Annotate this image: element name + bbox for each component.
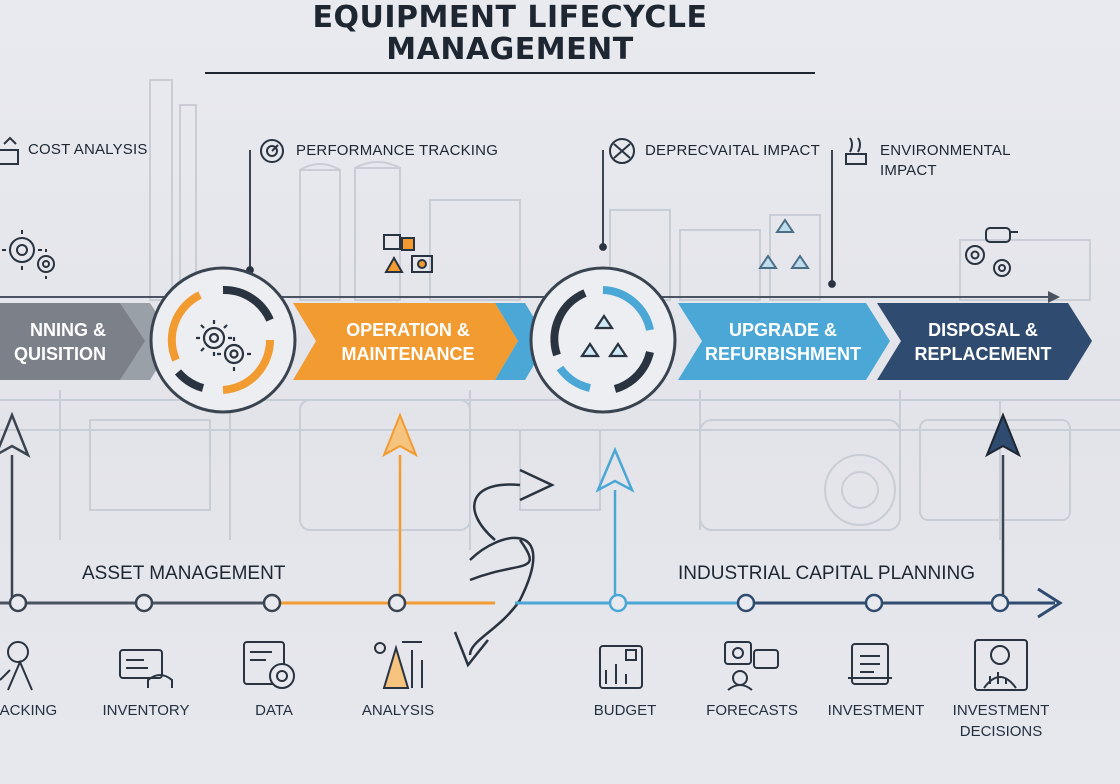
budget-icon — [599, 645, 643, 689]
recycle-small-icon — [758, 218, 810, 269]
crossover-arrows — [453, 468, 555, 668]
bottom-label-tracking: RACKING — [0, 702, 58, 719]
bottom-timeline-left — [0, 593, 495, 613]
analysis-icon — [374, 641, 423, 689]
annotation-performance-tracking: PERFORMANCE TRACKING — [296, 142, 499, 159]
gears-icon — [196, 320, 251, 371]
stage-disposal-label: DISPOSAL & REPLACEMENT — [914, 320, 1052, 364]
factory-background — [0, 79, 1120, 550]
bottom-label-data: DATA — [255, 702, 293, 719]
track-industrial-capital-planning: INDUSTRIAL CAPITAL PLANNING — [678, 563, 976, 584]
bottom-timeline-right — [515, 587, 1063, 619]
bottom-label-investment: INVESTMENT — [827, 702, 925, 719]
stage-operation-label: OPERATION & MAINTENANCE — [341, 320, 475, 364]
cost-icon — [0, 136, 19, 165]
stage-planning-shape — [0, 303, 148, 380]
tracking-icon — [0, 641, 33, 691]
stage-planning-label: NNING & QUISITION — [13, 320, 106, 364]
top-timeline-arrowhead — [1048, 291, 1060, 303]
gears-small-right-icon — [965, 227, 1018, 277]
bottom-label-analysis: ANALYSIS — [361, 702, 435, 719]
tools-orange-icon — [383, 234, 433, 273]
gears-small-left-icon — [2, 230, 55, 279]
investment-icon — [848, 643, 892, 685]
annotation-cost-analysis: COST ANALYSIS — [28, 141, 148, 158]
inventory-icon — [119, 649, 173, 688]
data-icon — [243, 641, 295, 689]
track-asset-management: ASSET MANAGEMENT — [82, 563, 286, 584]
bottom-label-budget: BUDGET — [593, 702, 657, 719]
performance-icon — [260, 139, 284, 163]
annotation-environmental-impact: ENVIRONMENTAL IMPACT — [880, 142, 1011, 179]
stage-upgrade-shape — [678, 303, 890, 380]
recycle-circle — [529, 266, 677, 414]
stage-upgrade-label: UPGRADE & REFURBISHMENT — [705, 320, 861, 364]
bottom-label-investment-decisions: INVESTMENT DECISIONS — [952, 702, 1050, 740]
environmental-icon — [845, 137, 867, 165]
forecasts-icon — [724, 641, 779, 691]
annotation-leaders — [246, 150, 836, 288]
bottom-label-forecasts: FORECASTS — [706, 702, 798, 719]
recycle-icon — [579, 314, 629, 358]
stage-operation-shape — [293, 303, 518, 380]
bottom-label-inventory: INVENTORY — [102, 702, 190, 719]
annotation-deprec-impact: DEPRECVAITAL IMPACT — [645, 142, 820, 159]
investment-decisions-icon — [974, 639, 1028, 691]
page-title: EQUIPMENT LIFECYCLE MANAGEMENT — [205, 2, 815, 74]
deprec-icon — [609, 138, 635, 164]
stage-disposal-shape — [877, 303, 1092, 380]
up-arrows — [0, 411, 1021, 600]
